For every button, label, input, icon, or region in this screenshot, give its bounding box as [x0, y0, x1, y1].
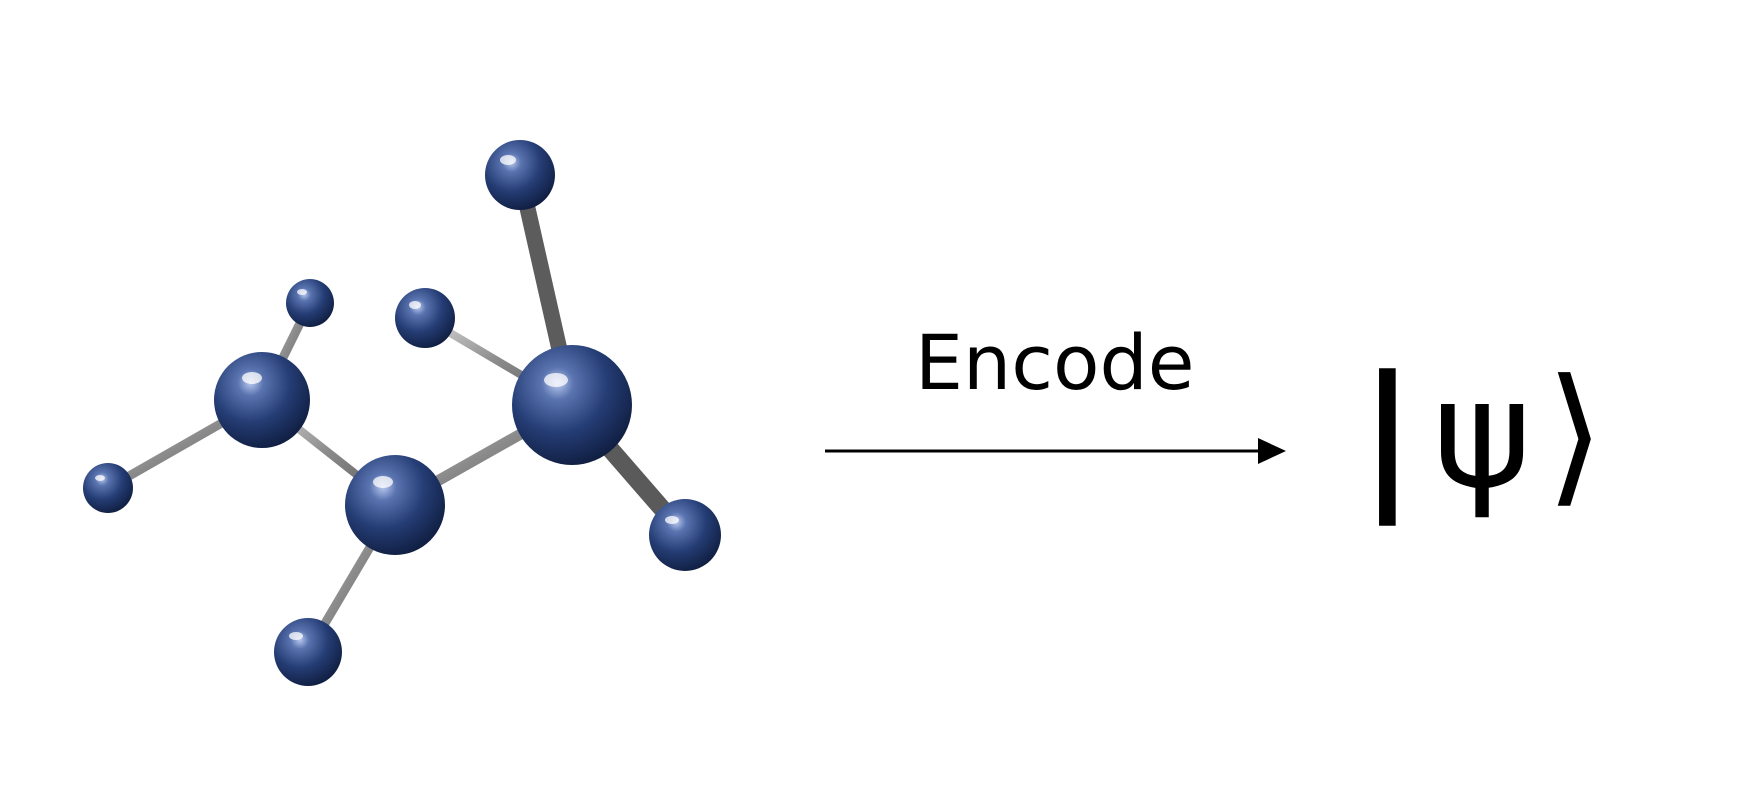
highlight: [544, 373, 568, 387]
highlight: [373, 476, 393, 488]
highlight: [665, 516, 679, 524]
highlight: [297, 289, 307, 295]
highlight: [95, 475, 105, 481]
atom: [345, 455, 445, 555]
ket-angle-bracket: ⟩: [1545, 348, 1605, 522]
atom-highlights: [95, 155, 679, 640]
atom: [649, 499, 721, 571]
encode-label: Encode: [915, 318, 1195, 407]
highlight: [500, 155, 516, 165]
arrow-head: [1258, 438, 1286, 464]
ket-bar: |: [1360, 343, 1415, 527]
highlight: [289, 632, 303, 640]
atom: [83, 463, 133, 513]
ket-psi: ψ: [1432, 348, 1532, 522]
quantum-state-ket: |ψ⟩: [1360, 348, 1605, 522]
atom: [512, 345, 632, 465]
highlight: [242, 372, 262, 384]
highlight: [409, 301, 421, 309]
atom: [214, 352, 310, 448]
molecule-ball-and-stick-icon: [83, 140, 721, 686]
